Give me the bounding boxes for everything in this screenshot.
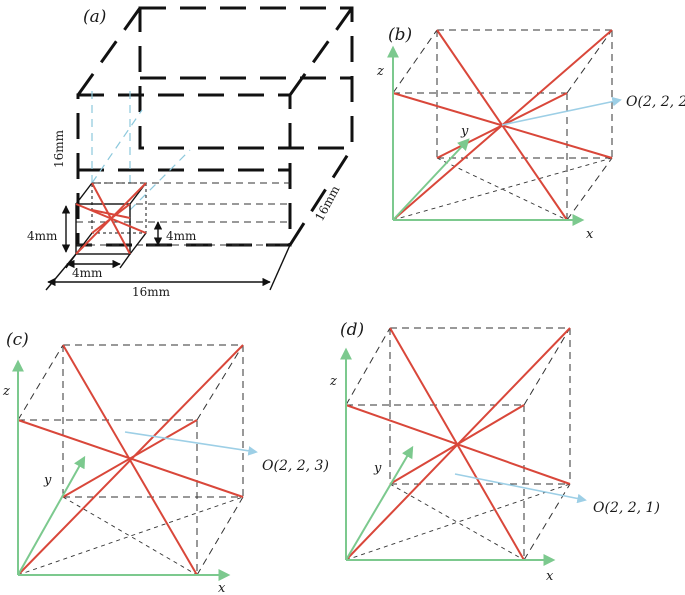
- cube-diagonal: [17, 496, 244, 576]
- cell-guides: [91, 85, 191, 211]
- cube-edge: [523, 327, 571, 406]
- cube-diagonal: [62, 496, 198, 576]
- cube-diagonal: [389, 483, 525, 561]
- y-axis: [392, 138, 470, 221]
- outer-cube-edge: [76, 7, 142, 96]
- outer-cube: [76, 6, 354, 247]
- center-pointer: [124, 431, 258, 456]
- y-axis-label: y: [43, 473, 52, 488]
- z-axis-label: z: [2, 384, 10, 399]
- unit-cell-edge: [75, 182, 93, 205]
- unit-cell: [75, 182, 147, 255]
- y-axis-label: y: [460, 124, 469, 139]
- axes-d: z x y: [329, 347, 556, 584]
- strut: [436, 92, 568, 159]
- struts-d: [345, 327, 571, 561]
- y-axis: [345, 445, 414, 561]
- cube-edge: [196, 496, 244, 576]
- dim-cell-width-label: 4mm: [72, 266, 103, 280]
- cube-edge: [392, 29, 438, 94]
- unit-cell-back: [91, 182, 147, 234]
- center-point-label: O(2, 2, 1): [593, 500, 660, 516]
- cube-edge: [523, 483, 571, 561]
- struts-c: [17, 344, 244, 576]
- unit-cell-strut: [91, 209, 131, 219]
- panel-a-label: (a): [83, 7, 106, 27]
- guide-line: [91, 109, 143, 184]
- panel-c-label: (c): [6, 330, 29, 350]
- center-pointer: [454, 473, 587, 504]
- cube-edge: [17, 344, 64, 421]
- cube-edge: [566, 29, 613, 94]
- outer-cube-edge: [288, 7, 354, 96]
- strut: [62, 344, 198, 576]
- cube-edge: [345, 327, 391, 406]
- panel-b: (b) z x y O(2, 2,: [376, 25, 685, 242]
- panel-a: (a): [27, 6, 354, 299]
- guide-line: [129, 149, 191, 211]
- cube-diagonal: [345, 483, 571, 561]
- x-axis-label: x: [586, 227, 594, 242]
- unit-cell-edge: [129, 232, 147, 255]
- dim-height-label: 16mm: [52, 129, 66, 168]
- cube-c: [17, 344, 244, 576]
- center-point-label: O(2, 2, 3): [262, 458, 329, 474]
- strut: [389, 404, 525, 485]
- z-axis-label: z: [376, 64, 384, 79]
- panel-d-label: (d): [340, 320, 364, 340]
- dim-leader: [269, 244, 291, 291]
- cube-diagonal: [436, 157, 568, 221]
- dim-cell-inner-label: 4mm: [166, 229, 197, 243]
- panel-d: (d) z x y O(2, 2,: [329, 320, 660, 584]
- cube-edge: [566, 157, 613, 221]
- x-axis-label: x: [218, 581, 226, 595]
- x-axis-label: x: [546, 569, 554, 584]
- y-axis: [17, 455, 86, 576]
- dim-leader: [119, 253, 131, 269]
- axes-b: z x y: [376, 45, 594, 242]
- dim-width-label: 16mm: [132, 285, 171, 299]
- panel-b-label: (b): [388, 25, 412, 45]
- center-pointer: [501, 96, 622, 126]
- strut: [62, 419, 198, 498]
- cube-edge: [196, 344, 244, 421]
- y-axis-label: y: [373, 461, 382, 476]
- outer-cube-edge: [288, 147, 354, 246]
- dim-cell-height-label: 4mm: [27, 229, 58, 243]
- panel-c: (c) z x y O(2, 2,: [2, 330, 329, 595]
- unit-cell-strut: [91, 203, 131, 234]
- center-point-label: O(2, 2, 2): [626, 94, 685, 110]
- bottom-cell-row: [76, 182, 290, 246]
- z-axis-label: z: [329, 374, 337, 389]
- axes-c: z x y: [2, 359, 231, 595]
